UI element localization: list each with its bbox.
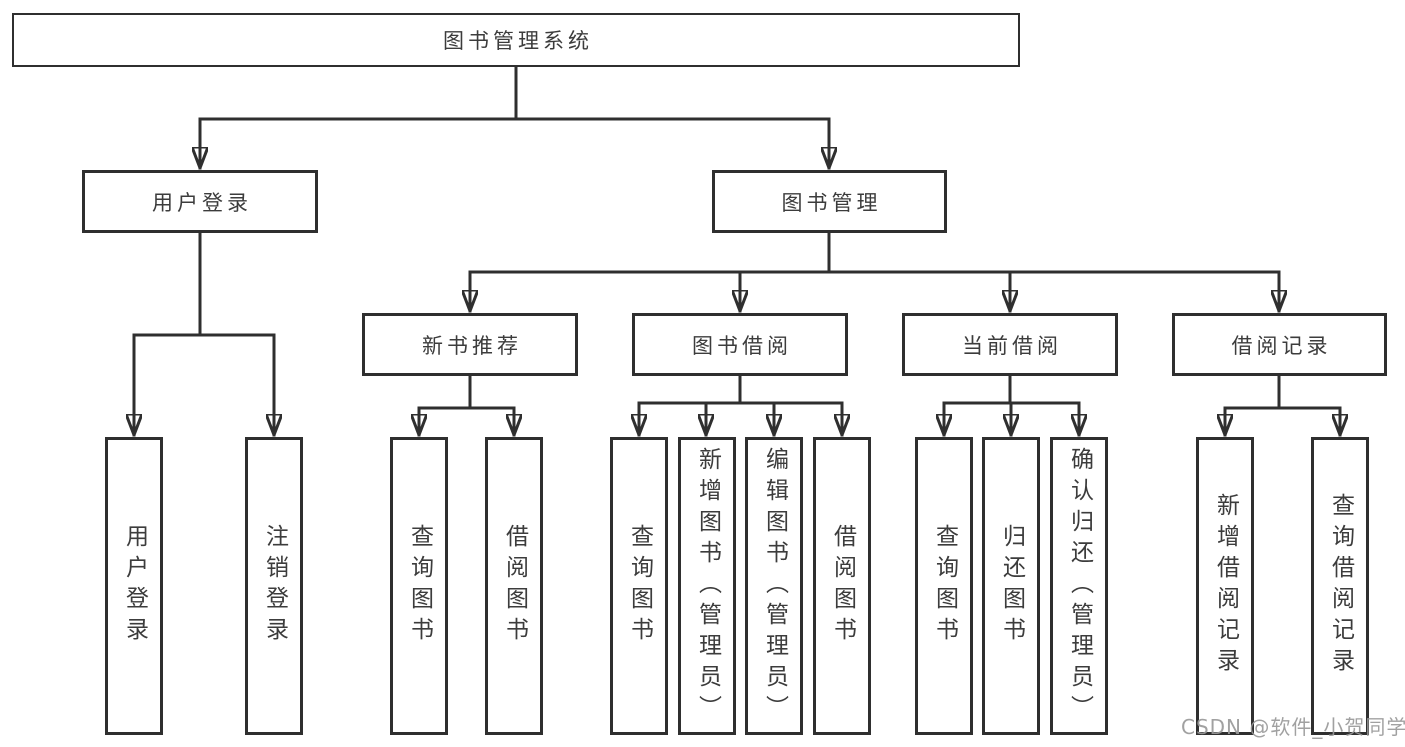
node-label: 新增借阅记录 bbox=[1212, 493, 1239, 679]
node-label: 图书管理系统 bbox=[443, 29, 593, 53]
node-borrow-books-recommend: 借阅图书 bbox=[485, 437, 543, 735]
node-label: 借阅记录 bbox=[1231, 333, 1332, 358]
node-logout: 注销登录 bbox=[245, 437, 303, 735]
connector-recommend-split bbox=[417, 374, 516, 410]
connector-records-split bbox=[1223, 374, 1342, 410]
node-edit-books-admin: 编辑图书（管理员） bbox=[745, 437, 803, 735]
node-label: 查询借阅记录 bbox=[1327, 493, 1354, 679]
node-label: 注销登录 bbox=[261, 524, 288, 648]
node-new-book-recommendation: 新书推荐 bbox=[362, 313, 578, 376]
connector-current-split bbox=[942, 374, 1081, 405]
connector-book-management-split bbox=[468, 231, 1281, 274]
node-query-books-current: 查询图书 bbox=[915, 437, 973, 735]
node-confirm-return-admin: 确认归还（管理员） bbox=[1050, 437, 1108, 735]
connector-user-login-split bbox=[132, 231, 276, 337]
node-query-borrow-record: 查询借阅记录 bbox=[1311, 437, 1369, 735]
node-user-login: 用户登录 bbox=[82, 170, 318, 233]
node-label: 查询图书 bbox=[626, 524, 653, 648]
node-return-books: 归还图书 bbox=[982, 437, 1040, 735]
node-label: 查询图书 bbox=[931, 524, 958, 648]
node-label: 图书借阅 bbox=[692, 333, 792, 358]
node-label: 编辑图书（管理员） bbox=[761, 446, 788, 726]
node-add-borrow-record: 新增借阅记录 bbox=[1196, 437, 1254, 735]
node-label: 用户登录 bbox=[121, 524, 148, 648]
node-label: 归还图书 bbox=[998, 524, 1025, 648]
node-label: 当前借阅 bbox=[962, 333, 1062, 358]
node-label: 借阅图书 bbox=[501, 524, 528, 648]
node-label: 用户登录 bbox=[152, 190, 252, 215]
connector-root-split bbox=[198, 65, 831, 121]
node-book-management: 图书管理 bbox=[712, 170, 947, 233]
node-add-books-admin: 新增图书（管理员） bbox=[678, 437, 736, 735]
node-borrow-books: 借阅图书 bbox=[813, 437, 871, 735]
node-user-login-action: 用户登录 bbox=[105, 437, 163, 735]
watermark: CSDN @软件_小贺同学 bbox=[1181, 715, 1405, 739]
node-current-borrowing: 当前借阅 bbox=[902, 313, 1118, 376]
node-label: 图书管理 bbox=[781, 190, 882, 215]
node-label: 查询图书 bbox=[406, 524, 433, 648]
node-label: 新增图书（管理员） bbox=[694, 446, 721, 726]
node-label: 借阅图书 bbox=[829, 524, 856, 648]
node-query-books-recommend: 查询图书 bbox=[390, 437, 448, 735]
node-label: 确认归还（管理员） bbox=[1066, 446, 1093, 726]
node-borrowing-records: 借阅记录 bbox=[1172, 313, 1387, 376]
node-label: 新书推荐 bbox=[422, 333, 522, 358]
node-book-borrowing: 图书借阅 bbox=[632, 313, 848, 376]
node-query-books-borrow: 查询图书 bbox=[610, 437, 668, 735]
node-book-management-system: 图书管理系统 bbox=[12, 13, 1020, 67]
connector-borrowing-split bbox=[637, 374, 844, 405]
